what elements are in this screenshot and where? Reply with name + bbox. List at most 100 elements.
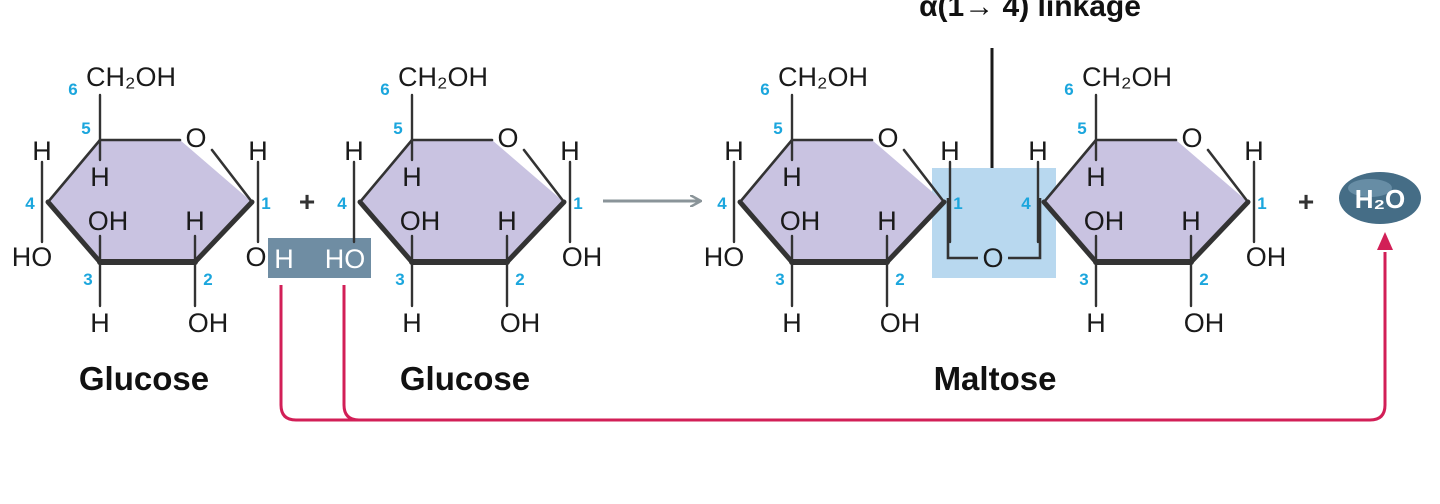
carbon-number-2: 2 xyxy=(515,270,524,289)
ring-oxygen: O xyxy=(185,123,206,153)
ring-bond-o-c1 xyxy=(1206,148,1250,204)
c3-oh: OH xyxy=(88,206,129,236)
c4-h: H xyxy=(32,136,52,166)
c1-oh: OH xyxy=(1246,242,1287,272)
c2-h: H xyxy=(497,206,517,236)
carbon-number-4: 4 xyxy=(717,194,727,213)
carbon-number-1: 1 xyxy=(261,194,270,213)
carbon-number-5: 5 xyxy=(773,119,782,138)
c4-h: H xyxy=(724,136,744,166)
carbon-number-1: 1 xyxy=(1257,194,1266,213)
ch2oh-group: CH₂OH xyxy=(1082,62,1172,92)
c5-h: H xyxy=(402,162,422,192)
carbon-number-5: 5 xyxy=(81,119,90,138)
carbon-number-5: 5 xyxy=(1077,119,1086,138)
water-label: H₂O xyxy=(1355,184,1406,214)
carbon-number-4: 4 xyxy=(25,194,35,213)
plus-sign-1: + xyxy=(299,186,315,217)
sugar-rings: OCH₂OH65HH4HOOH3HH2OHH1OOCH₂OH65HH4OH3HH… xyxy=(12,62,1287,338)
c5-h: H xyxy=(782,162,802,192)
ring-bond-c4-c3 xyxy=(45,199,103,265)
carbon-number-2: 2 xyxy=(1199,270,1208,289)
carbon-number-3: 3 xyxy=(395,270,404,289)
leaving-ho: HO xyxy=(325,244,366,274)
linkage-highlight-box xyxy=(932,168,1056,278)
ring-bond-c4-c3 xyxy=(357,199,415,265)
c4-h: H xyxy=(344,136,364,166)
plus-sign-2: + xyxy=(1298,186,1314,217)
ring-bond-c4-c5 xyxy=(1042,138,1098,204)
carbon-number-6: 6 xyxy=(1064,80,1073,99)
ring-oxygen: O xyxy=(877,123,898,153)
ring-bond-c2-c1 xyxy=(1188,199,1251,265)
c1-h: H xyxy=(560,136,580,166)
water-arrow-head xyxy=(1377,232,1393,250)
c2-oh: OH xyxy=(1184,308,1225,338)
c2-oh: OH xyxy=(880,308,921,338)
water-formation-arrow xyxy=(279,252,1387,422)
ring-oxygen: O xyxy=(1181,123,1202,153)
c2-oh: OH xyxy=(188,308,229,338)
ring-bond-c2-c1 xyxy=(192,199,255,265)
glucose-right-label: Glucose xyxy=(400,360,530,397)
c3-oh: OH xyxy=(780,206,821,236)
carbon-number-6: 6 xyxy=(68,80,77,99)
carbon-number-6: 6 xyxy=(380,80,389,99)
carbon-number-4: 4 xyxy=(1021,194,1031,213)
water-highlight xyxy=(1348,179,1392,197)
c3-oh: OH xyxy=(400,206,441,236)
ch2oh-group: CH₂OH xyxy=(86,62,176,92)
ring-bond-c4-c3 xyxy=(1041,199,1099,265)
bridge-oxygen: O xyxy=(982,243,1003,273)
bridge-bond-right xyxy=(1008,198,1042,260)
carbon-number-5: 5 xyxy=(393,119,402,138)
water-formation-arrow-branch xyxy=(342,285,360,422)
carbon-number-1: 1 xyxy=(573,194,582,213)
ch2oh-group: CH₂OH xyxy=(778,62,868,92)
carbon-number-2: 2 xyxy=(203,270,212,289)
c3-h: H xyxy=(782,308,802,338)
leaving-h: H xyxy=(274,244,294,274)
c2-oh: OH xyxy=(500,308,541,338)
c1-oh: OH xyxy=(562,242,603,272)
carbon-number-3: 3 xyxy=(775,270,784,289)
linkage-label: α(1→ 4) linkage xyxy=(919,0,1141,23)
ring-body xyxy=(48,140,252,262)
c2-h: H xyxy=(1181,206,1201,236)
ring-bond-o-c1 xyxy=(522,148,566,204)
carbon-number-2: 2 xyxy=(895,270,904,289)
c1-h: H xyxy=(248,136,268,166)
carbon-number-1: 1 xyxy=(953,194,962,213)
c1-o: O xyxy=(245,242,266,272)
c1-h: H xyxy=(940,136,960,166)
ring-bond-c2-c1 xyxy=(504,199,567,265)
leaving-group-box xyxy=(268,238,371,278)
ring-bond-o-c1 xyxy=(210,148,254,204)
bridge-bond-left xyxy=(946,198,978,260)
c3-h: H xyxy=(1086,308,1106,338)
glucose-left-label: Glucose xyxy=(79,360,209,397)
c1-h: H xyxy=(1244,136,1264,166)
ring-bond-c2-c1 xyxy=(884,199,947,265)
c2-h: H xyxy=(877,206,897,236)
ring-body xyxy=(1044,140,1248,262)
carbon-number-4: 4 xyxy=(337,194,347,213)
c3-h: H xyxy=(90,308,110,338)
ring-oxygen: O xyxy=(497,123,518,153)
carbon-number-6: 6 xyxy=(760,80,769,99)
ring-bond-c4-c5 xyxy=(46,138,102,204)
ch2oh-group: CH₂OH xyxy=(398,62,488,92)
ring-bond-c4-c3 xyxy=(737,199,795,265)
ring-bond-o-c1 xyxy=(902,148,946,204)
c4-h: H xyxy=(1028,136,1048,166)
ring-body xyxy=(740,140,944,262)
ring-bond-c4-c5 xyxy=(738,138,794,204)
c2-h: H xyxy=(185,206,205,236)
maltose-label: Maltose xyxy=(934,360,1057,397)
